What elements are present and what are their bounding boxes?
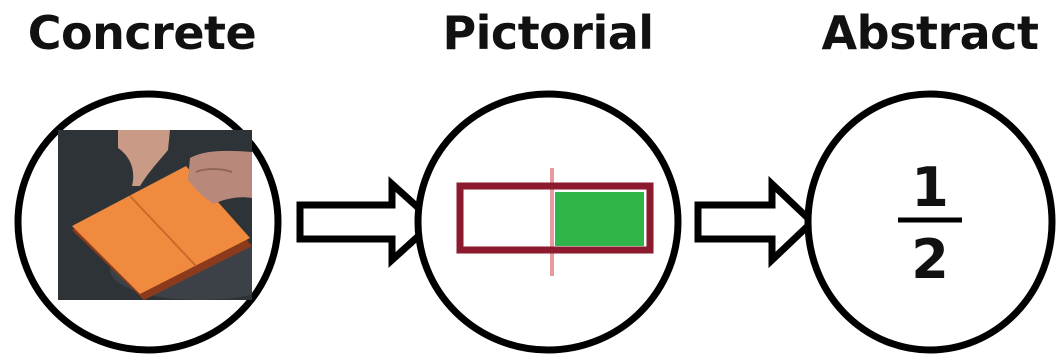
- stage-title-pictorial: Pictorial: [442, 6, 654, 60]
- right-hand: [188, 150, 252, 204]
- pictorial-circle: [414, 90, 682, 354]
- concrete-photo: [58, 130, 252, 300]
- paper-fold: [129, 195, 197, 267]
- fraction-denominator: 2: [911, 228, 949, 291]
- arrow-pictorial-to-abstract: [694, 175, 818, 269]
- concrete-stage: [14, 90, 282, 354]
- arrow-concrete-to-pictorial: [296, 176, 440, 268]
- pictorial-stage: [414, 90, 682, 354]
- left-hand: [118, 130, 170, 186]
- stage-title-abstract: Abstract: [821, 6, 1039, 60]
- fraction-bar: [456, 182, 654, 254]
- fraction-numerator: 1: [911, 156, 949, 219]
- abstract-stage: 1 2: [804, 90, 1056, 354]
- stage-title-concrete: Concrete: [27, 6, 257, 60]
- shaded-half: [555, 192, 644, 246]
